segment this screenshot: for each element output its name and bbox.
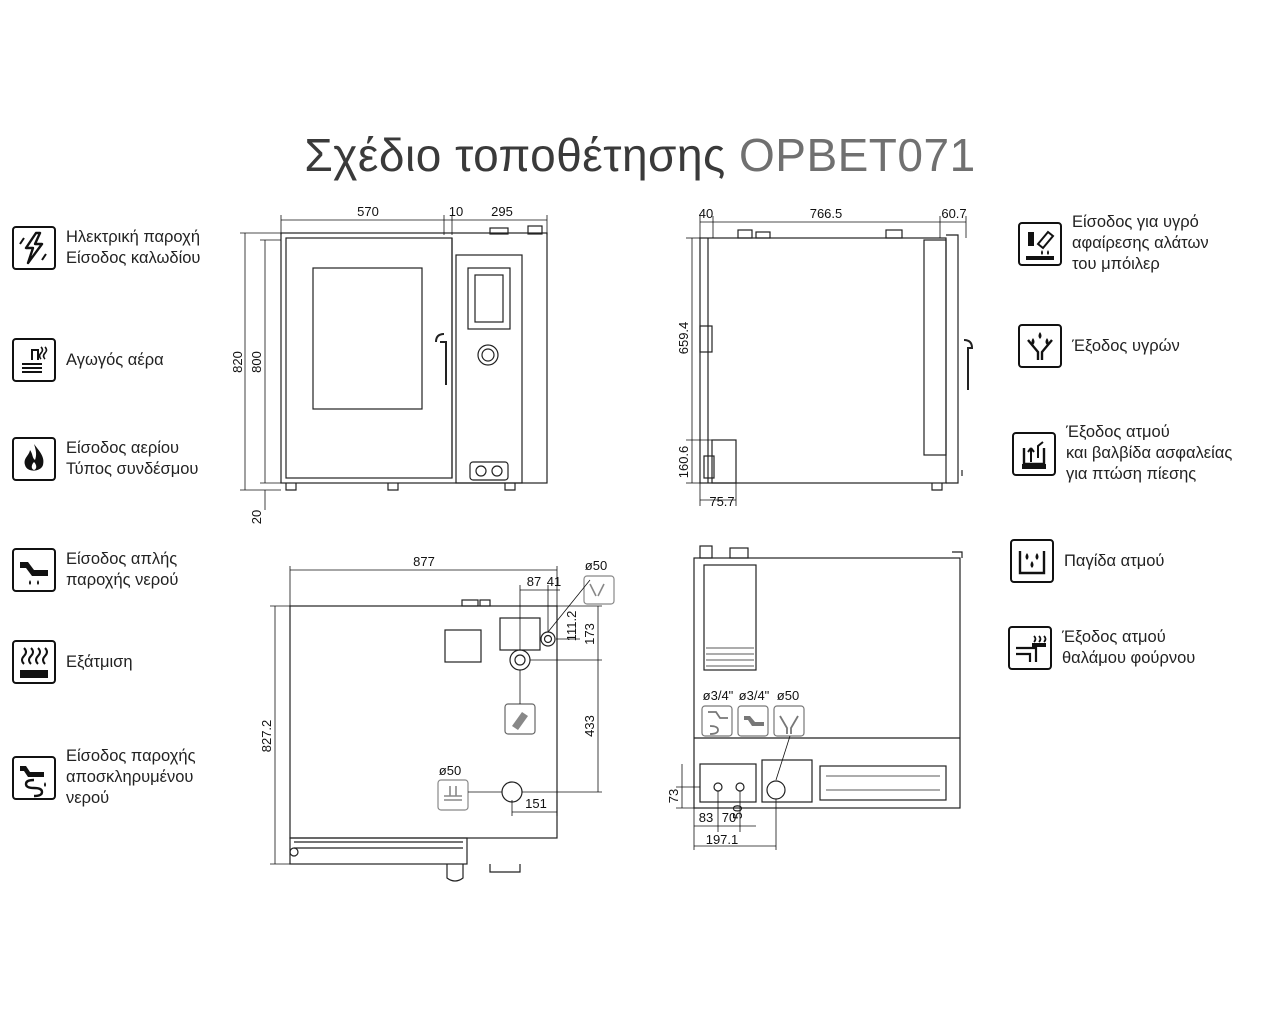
exhaust-icon <box>12 640 56 684</box>
rear-dimensions <box>676 735 791 850</box>
dim-top-x1: 87 <box>527 574 541 589</box>
dim-side-h-lower: 160.6 <box>676 446 691 479</box>
dim-top-pipe-d2: ø50 <box>439 763 461 778</box>
rear-view <box>693 545 963 809</box>
page-title: Σχέδιο τοποθέτησης OPBET071 <box>0 128 1280 182</box>
dim-rear-h2: 50 <box>730 805 745 819</box>
dim-rear-x1: 83 <box>699 810 713 825</box>
model-code: OPBET071 <box>738 129 976 181</box>
gas-flame-icon <box>12 437 56 481</box>
air-duct-icon <box>12 338 56 382</box>
dim-front-w-right: 295 <box>491 204 513 219</box>
legend-text: Παγίδα ατμού <box>1064 551 1165 570</box>
dim-front-w-left: 570 <box>357 204 379 219</box>
dim-rear-d2: ø3/4" <box>739 688 770 703</box>
dim-top-depth: 827.2 <box>259 720 274 753</box>
dim-front-h-body: 800 <box>249 351 264 373</box>
water-tap-icon <box>12 548 56 592</box>
steam-valve-icon <box>1012 431 1056 476</box>
top-view-icons <box>437 575 615 811</box>
dim-side-d-front: 40 <box>699 206 713 221</box>
dim-side-h-upper: 659.4 <box>676 322 691 355</box>
liquid-drain-icon <box>1018 324 1062 368</box>
dim-top-pipe-d1: ø50 <box>585 558 607 573</box>
chamber-steam-outlet-icon <box>1008 626 1052 670</box>
legend-text: Έξοδος υγρών <box>1072 336 1180 355</box>
dim-rear-d1: ø3/4" <box>703 688 734 703</box>
descaler-inlet-icon <box>1018 221 1062 266</box>
side-view <box>699 229 974 491</box>
dim-top-y1: 111.2 <box>564 611 579 642</box>
dim-side-d-body: 766.5 <box>810 206 843 221</box>
dim-side-d-back: 60.7 <box>941 206 966 221</box>
legend-text: Αγωγός αέρα <box>66 350 164 369</box>
dim-top-y3: 433 <box>582 715 597 737</box>
rear-view-icons <box>701 705 805 737</box>
dim-top-w-total: 877 <box>413 554 435 569</box>
electric-supply-icon <box>12 226 56 270</box>
dim-rear-x-total: 197.1 <box>706 832 739 847</box>
softened-water-icon <box>12 755 56 800</box>
dim-front-h-feet: 20 <box>249 510 264 524</box>
front-view <box>280 225 548 491</box>
dim-rear-d3: ø50 <box>777 688 799 703</box>
top-view <box>289 599 558 882</box>
legend-text: Εξάτμιση <box>66 652 133 671</box>
legend-exhaust: Εξάτμιση <box>12 640 133 684</box>
side-dimensions <box>686 216 967 506</box>
dim-side-d-box: 75.7 <box>709 494 734 509</box>
dim-top-x3: 151 <box>525 796 547 811</box>
title-text: Σχέδιο τοποθέτησης <box>304 129 726 181</box>
steam-trap-icon <box>1010 539 1054 583</box>
dim-rear-h1: 73 <box>666 789 681 803</box>
dim-front-h-total: 820 <box>230 351 245 373</box>
legend-liquid-drain: Έξοδος υγρών <box>1018 324 1180 368</box>
legend-air-duct: Αγωγός αέρα <box>12 338 164 382</box>
dim-top-y2: 173 <box>582 623 597 645</box>
legend-steam-trap: Παγίδα ατμού <box>1010 539 1164 583</box>
top-dimensions <box>270 566 602 865</box>
dim-rear-x2: 70 <box>722 810 736 825</box>
dim-front-w-gap: 10 <box>449 204 463 219</box>
front-dimensions <box>240 215 548 510</box>
dim-top-x2: 41 <box>547 574 561 589</box>
